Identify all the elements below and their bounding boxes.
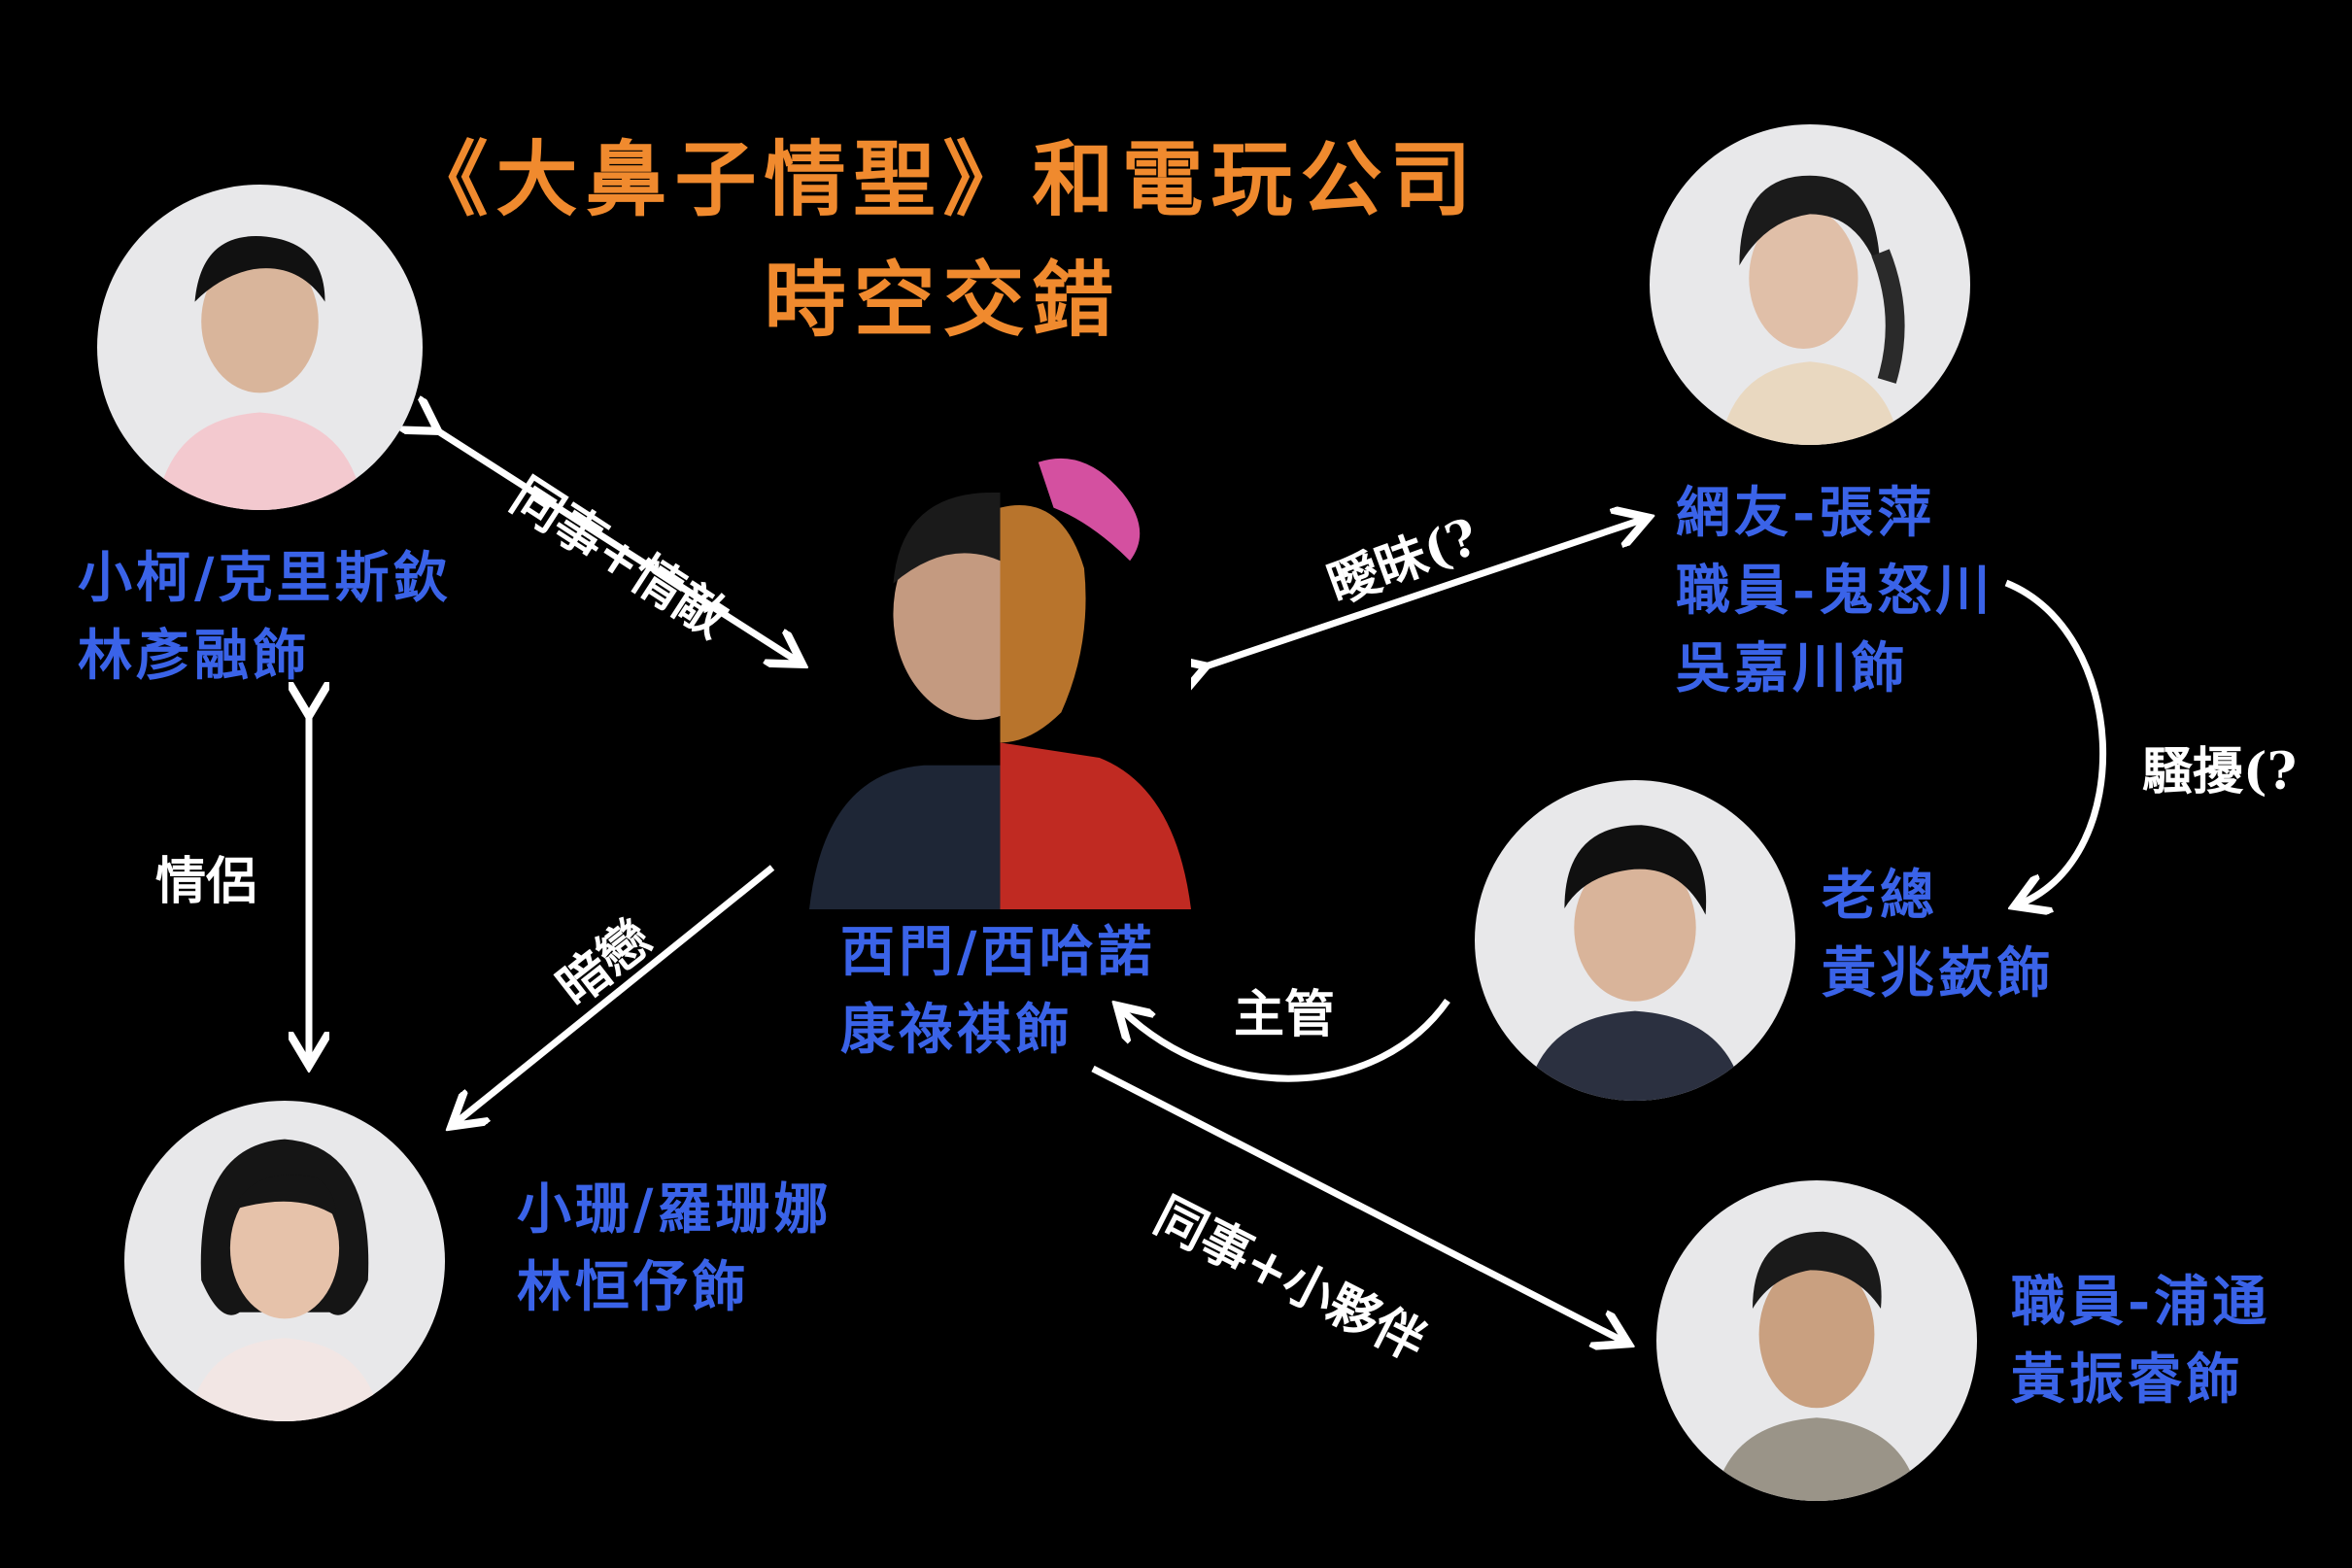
portrait-top-right: [1650, 124, 1970, 445]
person-silhouette-icon: [1714, 1231, 1920, 1501]
label-bottom-right: 職員-浦通 黃振睿飾: [2011, 1263, 2270, 1418]
arrow-boss: [1122, 998, 1450, 1082]
role-name: 老總: [1822, 864, 1938, 928]
arrow-ambiguous: [1200, 520, 1642, 668]
person-silhouette-icon: [188, 1139, 381, 1421]
actor-name: 林恒伃飾: [517, 1255, 750, 1319]
relation-harass: 騷擾(?: [2142, 742, 2298, 801]
role-name: 網友-張萍: [1676, 481, 1936, 545]
role-name: 小柯/克里斯欽: [78, 546, 452, 610]
half-face-portrait-icon: [809, 455, 1191, 909]
person-silhouette-icon: [155, 236, 364, 510]
relation-couple: 情侶: [155, 852, 257, 911]
portrait-bottom-right: [1656, 1180, 1977, 1501]
actor-name: 吳嘉川飾: [1676, 636, 1909, 700]
portrait-bottom-left: [124, 1101, 445, 1421]
label-top-left: 小柯/克里斯欽 林彥融飾: [78, 539, 451, 695]
label-middle-right: 老總 黃兆嶔飾: [1822, 857, 2055, 1012]
role-name: 職員-浦通: [2011, 1270, 2271, 1334]
diagram-title: 《大鼻子情聖》和電玩公司: [406, 131, 1480, 227]
actor-name: 林彥融飾: [78, 624, 311, 688]
arrow-coworker-buddy: [1091, 1065, 1622, 1341]
portrait-middle-right: [1475, 780, 1795, 1101]
diagram-subtitle: 時空交錯: [764, 252, 1122, 348]
arrow-coworker-rival: [432, 427, 797, 661]
actor-name: 黃振睿飾: [2011, 1347, 2244, 1412]
role-name: 小珊/羅珊娜: [517, 1177, 833, 1242]
actor-name: 康祿祺飾: [840, 998, 1074, 1062]
arrow-crush: [457, 865, 775, 1122]
label-center: 西門/西哈諾 康祿祺飾: [840, 913, 1155, 1069]
actor-name: 黃兆嶔飾: [1822, 941, 2055, 1006]
role-name: 西門/西哈諾: [840, 920, 1156, 984]
role-name-2: 職員-鬼怒川: [1676, 559, 1994, 623]
label-bottom-left: 小珊/羅珊娜 林恒伃飾: [517, 1171, 832, 1326]
portrait-center: [809, 455, 1191, 909]
arrow-harass: [2004, 579, 2107, 903]
person-silhouette-icon: [1720, 175, 1905, 445]
relation-boss: 主管: [1234, 985, 1336, 1044]
label-top-right: 網友-張萍 職員-鬼怒川 吳嘉川飾: [1676, 474, 1994, 707]
person-silhouette-icon: [1525, 825, 1745, 1101]
portrait-top-left: [97, 185, 423, 510]
